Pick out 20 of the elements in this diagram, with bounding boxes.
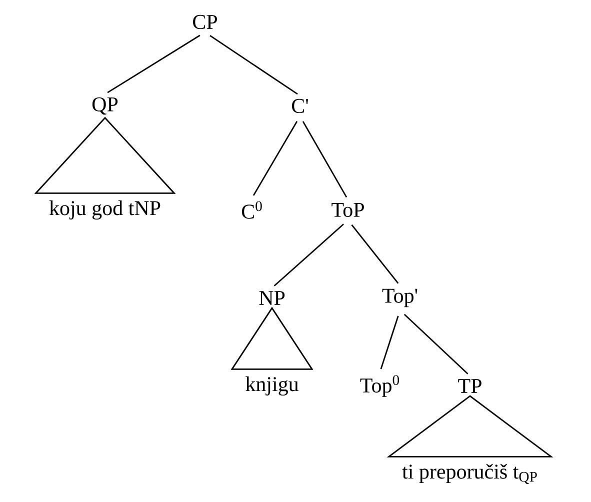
branch-line: [302, 121, 348, 198]
leaf-label: koju god tNP: [49, 200, 160, 220]
branch-line: [351, 224, 399, 284]
category-label: QP: [92, 97, 118, 115]
category-label: TP: [458, 379, 482, 393]
category-label: C': [292, 98, 308, 114]
branch-line: [380, 316, 399, 370]
branch-line: [274, 224, 344, 286]
category-label: Top': [382, 288, 418, 308]
branch-line: [404, 314, 468, 374]
branch-line: [210, 35, 298, 95]
category-label: CP: [193, 14, 217, 30]
leaf-label: Top$^{0}$: [360, 375, 400, 397]
leaf-label: knjigu: [246, 376, 298, 396]
category-label: NP: [259, 291, 285, 305]
branch-line: [107, 34, 200, 94]
branch-line: [252, 121, 298, 196]
leaf-label: ti preporučiš t$_{QP}$: [402, 464, 537, 484]
category-label: ToP: [332, 203, 364, 217]
leaf-label: C$^{0}$: [242, 201, 262, 219]
